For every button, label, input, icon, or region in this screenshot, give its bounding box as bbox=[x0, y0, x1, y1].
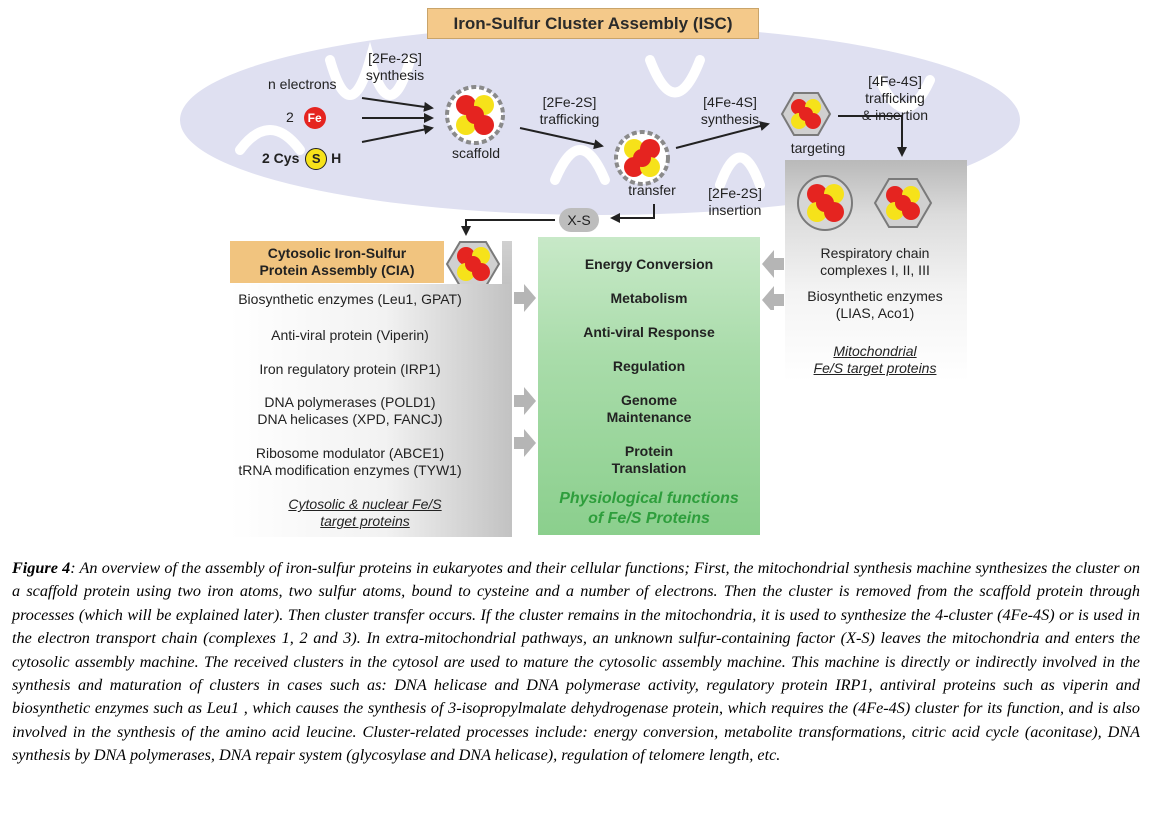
scaffold-label: scaffold bbox=[452, 145, 500, 161]
cys-input: 2 Cys S H bbox=[262, 146, 342, 171]
transfer-cluster bbox=[614, 130, 670, 186]
cia-title-line1: Cytosolic Iron-Sulfur bbox=[267, 245, 407, 261]
diagram-graphics bbox=[180, 25, 1020, 287]
cys-label: 2 Cys bbox=[262, 150, 300, 166]
cia-item-dna: DNA polymerases (POLD1) DNA helicases (X… bbox=[225, 394, 475, 428]
trafficking-2fe-line1: [2Fe-2S] bbox=[542, 94, 597, 110]
figure-caption: Figure 4: An overview of the assembly of… bbox=[12, 557, 1140, 768]
cia-targets-panel bbox=[230, 284, 512, 537]
block-arrow-1 bbox=[514, 284, 536, 312]
cia-panel-edge bbox=[502, 241, 512, 284]
arrow-to-xs bbox=[610, 204, 655, 223]
transfer-label: transfer bbox=[628, 182, 676, 198]
functions-footer-line2: of Fe/S Proteins bbox=[588, 510, 710, 527]
function-translation-line1: Protein bbox=[624, 443, 674, 459]
cia-item-biosynthetic: Biosynthetic enzymes (Leu1, GPAT) bbox=[238, 291, 462, 307]
mito-4fe-cluster bbox=[873, 178, 933, 228]
mito-item-respiratory: Respiratory chain complexes I, II, III bbox=[775, 245, 975, 279]
isc-title: Iron-Sulfur Cluster Assembly (ISC) bbox=[427, 8, 759, 39]
mito-to-functions-arrows bbox=[762, 250, 784, 310]
cia-item-antiviral: Anti-viral protein (Viperin) bbox=[271, 327, 429, 343]
function-energy: Energy Conversion bbox=[584, 256, 714, 272]
function-regulation: Regulation bbox=[612, 358, 686, 374]
figure-label: Figure 4 bbox=[12, 559, 71, 577]
xs-factor-badge: X-S bbox=[559, 208, 599, 232]
cia-footer-line1: Cytosolic & nuclear Fe/S bbox=[288, 496, 442, 512]
fe-count: 2 bbox=[286, 109, 294, 125]
targeting-label: targeting bbox=[790, 140, 846, 156]
electrons-label: n electrons bbox=[268, 76, 337, 92]
arrow-to-cia bbox=[461, 219, 555, 236]
cia-cluster bbox=[445, 241, 501, 287]
function-genome-line2: Maintenance bbox=[606, 409, 692, 425]
figure-caption-text: : An overview of the assembly of iron-su… bbox=[12, 559, 1140, 765]
mito-target-clusters bbox=[797, 175, 933, 231]
functions-footer-line1: Physiological functions bbox=[559, 490, 739, 507]
insertion-2fe-line2: insertion bbox=[708, 202, 762, 218]
block-arrow-3 bbox=[514, 429, 536, 457]
mito-item-biosynthetic-line2: (LIAS, Aco1) bbox=[835, 305, 915, 321]
arrow-trafficking bbox=[519, 127, 604, 150]
mito-footer: Mitochondrial Fe/S target proteins bbox=[775, 343, 975, 377]
cia-footer-line2: target proteins bbox=[320, 513, 410, 529]
cia-item-ribosome-line1: Ribosome modulator (ABCE1) bbox=[255, 445, 445, 461]
cia-item-ribosome: Ribosome modulator (ABCE1) tRNA modifica… bbox=[225, 445, 475, 479]
mito-item-biosynthetic-line1: Biosynthetic enzymes bbox=[807, 288, 943, 304]
function-genome-line1: Genome bbox=[620, 392, 677, 408]
synthesis-4fe-line1: [4Fe-4S] bbox=[703, 94, 757, 110]
trafficking-2fe-line2: trafficking bbox=[539, 111, 600, 127]
mito-footer-line2: Fe/S target proteins bbox=[813, 360, 937, 376]
fe-input: 2 Fe bbox=[286, 105, 326, 130]
mito-2fe-cluster bbox=[797, 175, 853, 231]
trafficking-4fe-label: [4Fe-4S] trafficking & insertion bbox=[850, 73, 940, 124]
synthesis-2fe-line2: synthesis bbox=[365, 67, 425, 83]
cia-item-ribosome-line2: tRNA modification enzymes (TYW1) bbox=[238, 462, 462, 478]
block-arrow-mito-1 bbox=[762, 250, 784, 278]
function-metabolism: Metabolism bbox=[610, 290, 688, 306]
cia-item-dna-line2: DNA helicases (XPD, FANCJ) bbox=[257, 411, 443, 427]
cia-item-irp1: Iron regulatory protein (IRP1) bbox=[259, 361, 441, 377]
function-translation: Protein Translation bbox=[538, 443, 760, 477]
insertion-2fe-line1: [2Fe-2S] bbox=[708, 185, 762, 201]
sulfur-atom-icon: S bbox=[305, 148, 328, 171]
targeting-cluster bbox=[780, 92, 832, 136]
synthesis-4fe-label: [4Fe-4S] synthesis bbox=[690, 94, 770, 128]
arrow-cys bbox=[361, 124, 434, 143]
h-label: H bbox=[331, 150, 342, 166]
arrow-electrons bbox=[361, 97, 434, 112]
insertion-2fe-label: [2Fe-2S] insertion bbox=[695, 185, 775, 219]
functions-panel bbox=[538, 237, 760, 535]
arrow-synthesis-4fe bbox=[675, 121, 770, 149]
scaffold-cluster bbox=[445, 85, 505, 145]
cia-title: Cytosolic Iron-Sulfur Protein Assembly (… bbox=[230, 241, 444, 283]
cia-title-line2: Protein Assembly (CIA) bbox=[259, 262, 415, 278]
trafficking-4fe-line2: trafficking bbox=[865, 90, 925, 106]
arrow-insertion bbox=[838, 115, 907, 157]
cia-item-dna-line1: DNA polymerases (POLD1) bbox=[264, 394, 436, 410]
fe-atom-icon: Fe bbox=[303, 107, 326, 130]
functions-footer: Physiological functions of Fe/S Proteins bbox=[538, 489, 760, 529]
trafficking-4fe-line3: & insertion bbox=[861, 107, 929, 123]
mito-item-respiratory-line1: Respiratory chain bbox=[820, 245, 930, 261]
cia-footer: Cytosolic & nuclear Fe/S target proteins bbox=[240, 496, 490, 530]
trafficking-4fe-line1: [4Fe-4S] bbox=[868, 73, 922, 89]
synthesis-2fe-label: [2Fe-2S] synthesis bbox=[355, 50, 435, 84]
trafficking-2fe-label: [2Fe-2S] trafficking bbox=[527, 94, 612, 128]
block-arrow-2 bbox=[514, 387, 536, 415]
function-antiviral: Anti-viral Response bbox=[583, 324, 715, 340]
block-arrow-mito-2 bbox=[762, 286, 784, 310]
synthesis-2fe-line1: [2Fe-2S] bbox=[368, 50, 422, 66]
mito-item-biosynthetic: Biosynthetic enzymes (LIAS, Aco1) bbox=[775, 288, 975, 322]
mito-footer-line1: Mitochondrial bbox=[833, 343, 917, 359]
synthesis-4fe-line2: synthesis bbox=[700, 111, 760, 127]
function-genome: Genome Maintenance bbox=[538, 392, 760, 426]
cia-to-functions-arrows bbox=[514, 284, 536, 457]
function-translation-line2: Translation bbox=[611, 460, 687, 476]
mito-item-respiratory-line2: complexes I, II, III bbox=[820, 262, 930, 278]
